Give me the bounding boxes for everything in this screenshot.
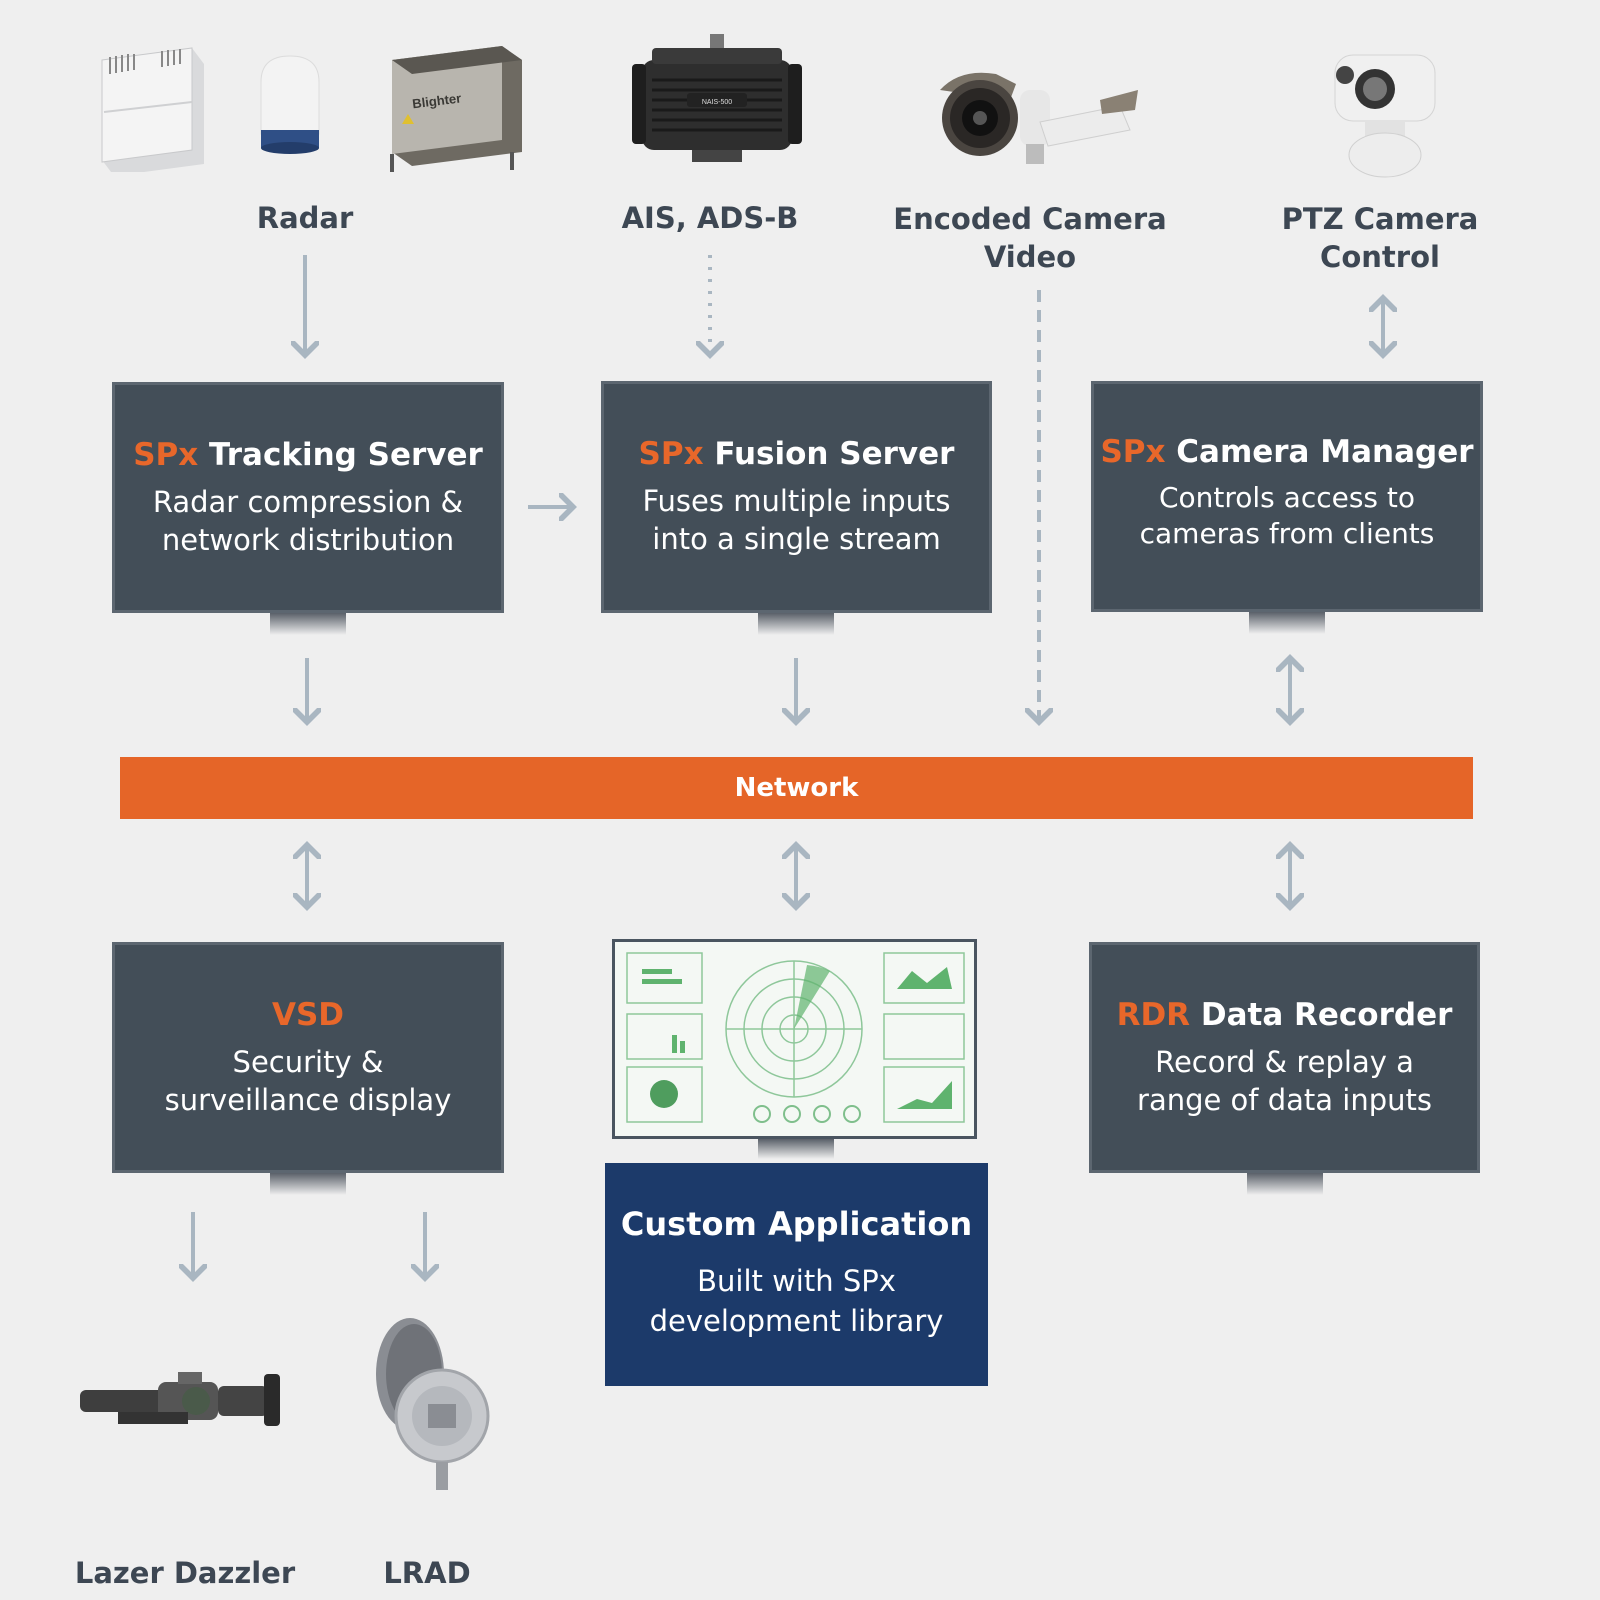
encoded-camera-label-line1: Encoded Camera [893, 202, 1167, 236]
monitor-stand [758, 1139, 834, 1159]
vsd-box: VSD Security & surveillance display [112, 942, 504, 1173]
custom-application-desc-line1: Built with SPx [697, 1264, 896, 1298]
fusion-server-desc-line1: Fuses multiple inputs [642, 484, 951, 518]
fusion-server-desc-line2: into a single stream [652, 522, 941, 556]
ptz-camera-label: PTZ Camera Control [1250, 200, 1510, 276]
camera-manager-desc-line1: Controls access to [1158, 481, 1416, 514]
fusion-server-desc: Fuses multiple inputs into a single stre… [604, 482, 989, 558]
camera-manager-accent: SPx [1100, 434, 1166, 470]
tracking-server-title: SPx Tracking Server [115, 435, 501, 475]
network-bar: Network [120, 757, 1473, 819]
tracking-server-name: Tracking Server [198, 437, 483, 473]
lazer-dazzler-icon [80, 1372, 280, 1426]
radar-dome-icon [260, 55, 320, 154]
rdr-desc: Record & replay a range of data inputs [1092, 1043, 1477, 1119]
ptz-camera-label-line1: PTZ Camera [1281, 202, 1479, 236]
rdr-desc-line1: Record & replay a [1155, 1045, 1414, 1079]
ais-adsb-label: AIS, ADS-B [621, 201, 799, 235]
blighter-radar-icon: Blighter [390, 46, 522, 172]
lrad-icon [376, 1318, 490, 1490]
encoded-camera-label: Encoded Camera Video [890, 200, 1170, 276]
tracking-server-stand [270, 613, 346, 635]
blighter-brand-label: Blighter [411, 90, 462, 111]
custom-application-title: Custom Application [620, 1205, 973, 1243]
vsd-stand [270, 1173, 346, 1195]
nais-model-label: NAIS-500 [702, 99, 732, 106]
camera-manager-stand [1249, 612, 1325, 634]
vsd-desc: Security & surveillance display [115, 1043, 501, 1119]
encoded-cameras-icon [940, 72, 1138, 164]
tracking-server-box: SPx Tracking Server Radar compression & … [112, 382, 504, 613]
encoded-camera-label-line2: Video [983, 240, 1077, 274]
vsd-title: VSD [115, 995, 501, 1035]
tracking-server-desc: Radar compression & network distribution [115, 483, 501, 559]
camera-manager-name: Camera Manager [1165, 434, 1474, 470]
tracking-server-accent: SPx [133, 437, 199, 473]
lrad-label: LRAD [383, 1556, 471, 1590]
ptz-camera-icon [1334, 54, 1436, 178]
rdr-stand [1247, 1173, 1323, 1195]
rdr-desc-line2: range of data inputs [1137, 1083, 1432, 1117]
rdr-accent: RDR [1116, 997, 1191, 1033]
camera-manager-box: SPx Camera Manager Controls access to ca… [1091, 381, 1483, 612]
tracking-server-desc-line1: Radar compression & [152, 485, 464, 519]
fusion-server-box: SPx Fusion Server Fuses multiple inputs … [601, 381, 992, 613]
fusion-server-stand [758, 613, 834, 635]
custom-application-desc-line2: development library [649, 1304, 944, 1338]
fusion-server-title: SPx Fusion Server [604, 434, 989, 474]
tracking-server-desc-line2: network distribution [161, 523, 455, 557]
vsd-accent: VSD [271, 997, 345, 1033]
rdr-name: Data Recorder [1190, 997, 1453, 1033]
radar-display-monitor-icon [612, 939, 977, 1139]
fusion-server-accent: SPx [638, 436, 704, 472]
radar-label: Radar [256, 201, 354, 235]
custom-application-box: Custom Application Built with SPx develo… [605, 1163, 988, 1386]
custom-application-desc: Built with SPx development library [605, 1261, 988, 1341]
vsd-desc-line2: surveillance display [164, 1083, 452, 1117]
ptz-camera-label-line2: Control [1320, 240, 1440, 274]
camera-manager-title: SPx Camera Manager [1094, 432, 1480, 472]
ais-receiver-icon: NAIS-500 [632, 34, 802, 162]
radar-panel-icon [101, 47, 204, 172]
camera-manager-desc: Controls access to cameras from clients [1094, 480, 1480, 552]
vsd-desc-line1: Security & [232, 1045, 384, 1079]
lazer-dazzler-label: Lazer Dazzler [74, 1556, 296, 1590]
rdr-title: RDR Data Recorder [1092, 995, 1477, 1035]
rdr-box: RDR Data Recorder Record & replay a rang… [1089, 942, 1480, 1173]
fusion-server-name: Fusion Server [703, 436, 955, 472]
camera-manager-desc-line2: cameras from clients [1139, 517, 1435, 550]
